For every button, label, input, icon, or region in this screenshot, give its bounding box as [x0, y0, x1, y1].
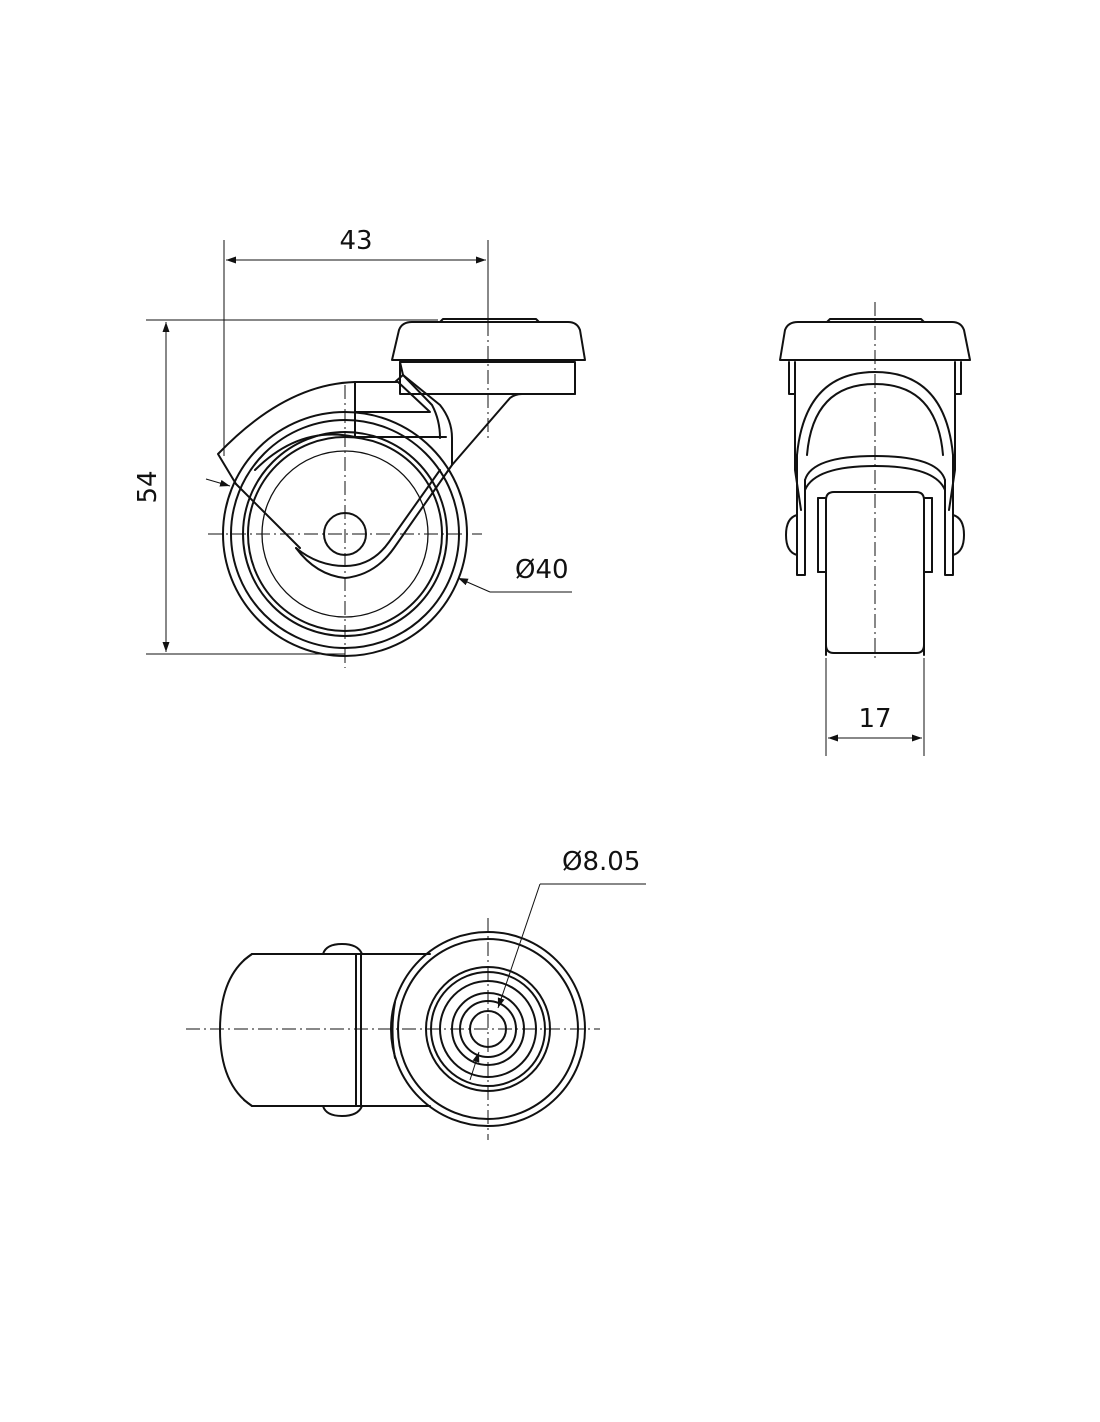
mounting-plate-front [779, 318, 971, 395]
top-view: Ø8.05 [186, 847, 646, 1140]
dimension-43: 43 [223, 226, 489, 456]
dimension-54: 54 [133, 319, 438, 655]
wheel-front [817, 491, 933, 656]
dimension-diameter-40-label: Ø40 [515, 555, 569, 585]
wheel-side [222, 411, 468, 657]
front-view: 17 [779, 302, 971, 756]
bolt-hole [469, 1010, 507, 1048]
mounting-plate-top [390, 931, 586, 1127]
dimension-diameter-8-05: Ø8.05 [469, 847, 646, 1081]
wheel-top [219, 943, 431, 1117]
dimension-diameter-40: Ø40 [205, 478, 572, 593]
dimension-54-label: 54 [133, 470, 163, 503]
dimension-diameter-8-05-label: Ø8.05 [562, 847, 640, 877]
dimension-17: 17 [825, 658, 925, 756]
axle-hole [323, 512, 367, 556]
fork-arm-side [217, 361, 576, 579]
fork-front [785, 361, 965, 576]
dimension-17-label: 17 [858, 704, 891, 734]
dimension-43-label: 43 [339, 226, 372, 256]
side-view: 43 54 Ø40 [133, 226, 586, 668]
